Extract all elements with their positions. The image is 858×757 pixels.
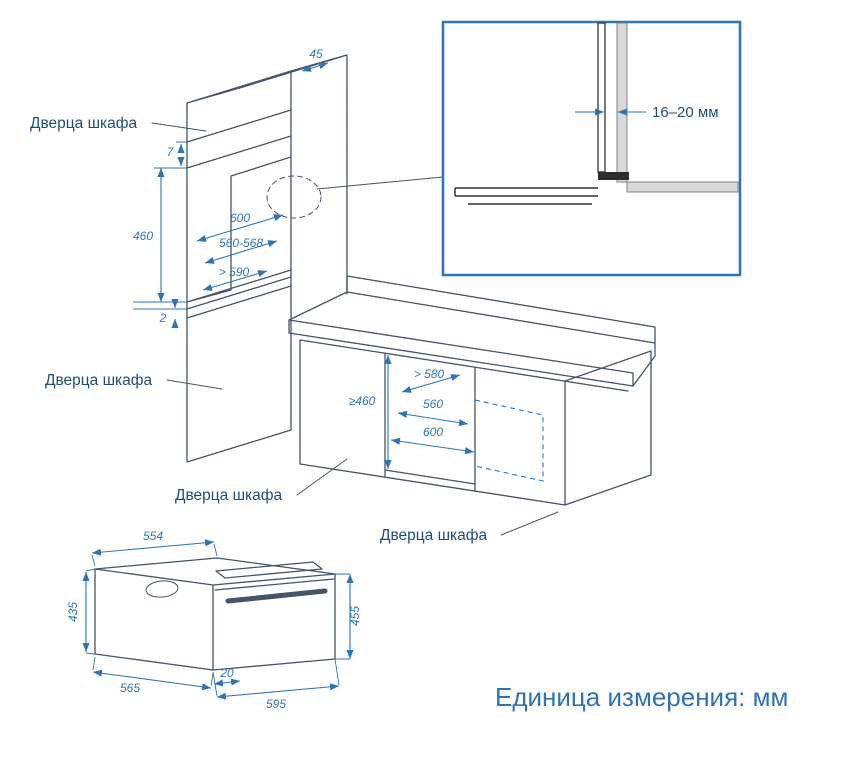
appliance-width-value: 595	[266, 697, 286, 711]
door-label-tall-lower: Дверца шкафа	[45, 372, 153, 389]
base-niche-width-value: 600	[423, 425, 443, 439]
appliance-outline	[94, 557, 336, 671]
furniture-door-section	[597, 22, 606, 173]
dim-base-niche-cutout	[397, 410, 469, 427]
dim-appliance-depth-bottom	[92, 669, 212, 691]
appliance-depth-top-value: 554	[143, 529, 163, 543]
door-label-base-left: Дверца шкафа	[175, 487, 283, 504]
bottom-clearance-value: 2	[159, 311, 167, 325]
appliance-bottom-offset-value: 20	[219, 666, 234, 680]
cabinet-side-panel-section	[616, 22, 628, 183]
extension-lines	[133, 141, 187, 310]
dim-base-niche-width	[390, 437, 475, 455]
niche-width-value: 600	[230, 211, 250, 225]
dim-base-niche-depth	[401, 374, 461, 393]
appliance-clearance-dashed	[474, 399, 544, 482]
top-clearance-value: 7	[167, 145, 175, 159]
dim-niche-cutout	[204, 240, 278, 264]
detail-leader-line	[316, 176, 444, 190]
label-leader-lines	[151, 122, 559, 536]
door-bottom-step-section	[598, 172, 629, 180]
dim-appliance-bottom-offset	[213, 678, 241, 687]
base-niche-cutout-value: 560	[423, 397, 443, 411]
door-label-top: Дверца шкафа	[30, 115, 138, 132]
dim-niche-depth	[202, 270, 268, 291]
appliance-side-recess	[145, 580, 179, 598]
main-installation-drawing: 600 560-568 > 590 460 7 2 45 > 580 ≥460 …	[30, 47, 656, 544]
detail-callout-circle	[266, 175, 322, 219]
appliance-frame-section	[454, 187, 598, 205]
niche-cutout-value: 560-568	[219, 236, 263, 250]
dim-niche-width	[196, 214, 284, 242]
appliance-handle	[225, 588, 328, 604]
top-setback-value: 45	[309, 47, 323, 61]
dim-appliance-depth-top	[91, 539, 215, 556]
niche-height-value: 460	[133, 229, 153, 243]
appliance-dimensions-drawing: 554 435 565 20 595 455	[66, 529, 362, 711]
appliance-height-side-value: 435	[66, 602, 80, 622]
countertop-lines	[288, 275, 656, 387]
gap-value: 16–20 мм	[652, 104, 719, 121]
detail-inset: 16–20 мм	[441, 20, 742, 277]
units-note: Единица измерения: мм	[495, 682, 788, 712]
appliance-height-front-value: 455	[348, 606, 362, 626]
dim-top-setback	[301, 62, 329, 72]
base-niche-height-value: ≥460	[349, 394, 376, 408]
door-label-base-right: Дверца шкафа	[380, 527, 488, 544]
niche-depth-value: > 590	[219, 265, 250, 279]
appliance-depth-bottom-value: 565	[120, 681, 140, 695]
base-niche-depth-value: > 580	[414, 367, 445, 381]
cabinet-bottom-panel-section	[626, 181, 739, 193]
inset-border	[441, 20, 742, 277]
base-cabinet-lines	[299, 339, 652, 506]
dim-appliance-width	[216, 683, 340, 700]
tall-cabinet-lines	[186, 54, 348, 463]
